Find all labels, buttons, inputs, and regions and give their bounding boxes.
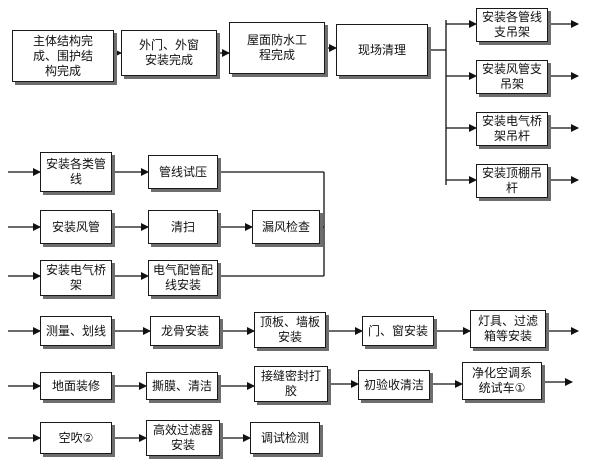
node-install-pipelines: 安装各类管 线 xyxy=(40,152,112,192)
node-site-cleanup: 现场清理 xyxy=(336,24,428,76)
node-structure-complete: 主体结构完 成、围护结 构完成 xyxy=(12,30,114,82)
node-joint-sealing: 接缝密封打 胶 xyxy=(254,366,328,402)
node-pipeline-pressure-test: 管线试压 xyxy=(148,155,218,189)
node-ceiling-rods: 安装顶棚吊 杆 xyxy=(476,164,548,198)
node-hepa-filter-installation: 高效过滤器 安装 xyxy=(146,420,220,456)
node-commissioning-test: 调试检测 xyxy=(250,422,320,454)
node-air-blowing: 空吹② xyxy=(40,422,112,454)
node-cable-tray-rods: 安装电气桥 架吊杆 xyxy=(476,112,548,146)
node-initial-acceptance-clean: 初验收清洁 xyxy=(358,370,430,400)
node-door-window-installation: 门、窗安装 xyxy=(362,316,434,346)
node-doors-windows-complete: 外门、外窗 安装完成 xyxy=(121,30,217,76)
node-install-cable-trays: 安装电气桥 架 xyxy=(40,260,112,296)
node-hvac-trial-run: 净化空调系 统试车① xyxy=(462,362,542,400)
node-sweep: 清扫 xyxy=(148,210,218,244)
node-lamp-filter-installation: 灯具、过滤 箱等安装 xyxy=(470,310,546,348)
node-survey-marking: 测量、划线 xyxy=(40,316,112,346)
node-install-ducts: 安装风管 xyxy=(40,210,112,244)
node-keel-installation: 龙骨安装 xyxy=(150,316,220,346)
node-leak-inspection: 漏风检查 xyxy=(252,210,320,244)
node-duct-hangers: 安装风管支 吊架 xyxy=(476,60,548,94)
node-peel-film-clean: 撕膜、清洁 xyxy=(146,372,218,400)
node-pipe-hangers: 安装各管线 支吊架 xyxy=(476,8,548,42)
node-roof-waterproofing-complete: 屋面防水工 程完成 xyxy=(229,22,325,74)
node-floor-finishing: 地面装修 xyxy=(40,372,112,400)
node-panel-installation: 顶板、墙板 安装 xyxy=(254,312,326,348)
node-conduit-wiring: 电气配管配 线安装 xyxy=(148,260,218,296)
